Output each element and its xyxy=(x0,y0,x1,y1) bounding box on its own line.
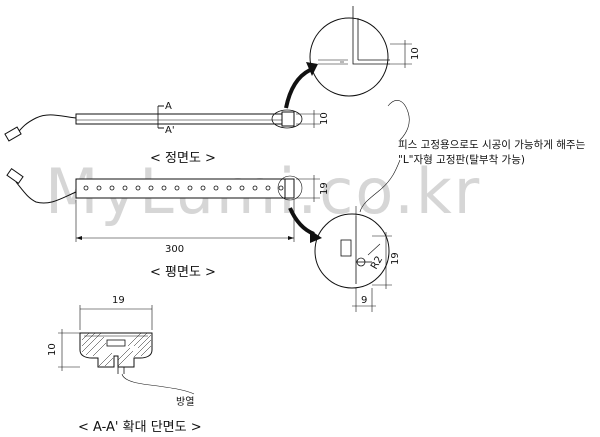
detail-bottom-dim-h: 19 xyxy=(390,252,401,265)
section-profile xyxy=(79,332,153,368)
section-width-dim: 19 xyxy=(112,295,125,306)
front-detail-callout xyxy=(271,109,303,129)
note-line-1: 피스 고정용으로도 시공이 가능하게 해주는 xyxy=(398,138,586,151)
detail-top-circle xyxy=(309,17,389,97)
callout-arrows xyxy=(284,62,322,243)
front-view-title: < 정면도 > xyxy=(150,151,216,166)
plan-view xyxy=(6,168,320,242)
section-view xyxy=(58,305,195,395)
note-leader-top xyxy=(387,100,410,141)
plan-view-title: < 평면도 > xyxy=(150,265,216,280)
arrow-to-top-detail xyxy=(284,68,311,109)
plan-bar xyxy=(75,178,295,199)
plan-width-dim: 19 xyxy=(319,182,330,195)
detail-bottom-dim-w: 9 xyxy=(361,295,367,306)
section-mark-a-prime: A' xyxy=(165,125,175,136)
detail-top-dim: 10 xyxy=(410,47,421,60)
plan-length-dim: 300 xyxy=(165,244,184,255)
section-hatching xyxy=(81,332,152,367)
front-height-dim: 10 xyxy=(319,112,330,125)
plan-connector xyxy=(6,168,24,184)
note-line-2: "L"자형 고정판(탈부착 가능) xyxy=(398,153,525,166)
front-cable xyxy=(13,114,77,139)
section-height-dim: 10 xyxy=(47,343,58,356)
detail-bottom-circle xyxy=(314,213,390,289)
section-view-title: < A-A' 확대 단면도 > xyxy=(78,420,202,435)
detail-top xyxy=(309,6,412,97)
front-connector xyxy=(4,126,22,142)
front-bar xyxy=(75,113,293,125)
heat-sink-label: 방열 xyxy=(176,396,194,408)
section-mark-a: A xyxy=(165,101,172,112)
front-view xyxy=(4,105,320,142)
plan-led-dots xyxy=(83,185,284,191)
note-leader-bottom xyxy=(359,159,401,213)
plan-detail-callout xyxy=(277,175,303,201)
plan-cable xyxy=(15,181,77,204)
detail-bottom xyxy=(314,206,392,312)
